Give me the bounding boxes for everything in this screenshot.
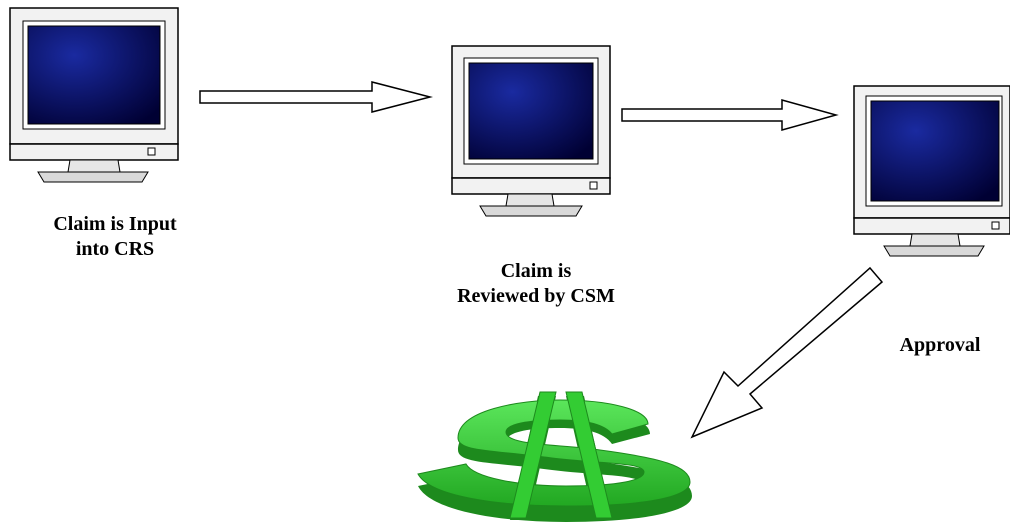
- step-2-label: Claim is Reviewed by CSM: [436, 259, 636, 309]
- computer-3-icon: [853, 85, 1010, 257]
- step-2-label-line-1: Claim is: [500, 260, 572, 282]
- step-1-label-line-1: Claim is Input: [53, 213, 177, 235]
- step-3-label-line-1: Approval: [899, 334, 981, 356]
- arrow-2: [621, 99, 839, 131]
- arrow-3: [690, 266, 884, 439]
- step-1-label-line-2: into CRS: [75, 238, 155, 260]
- computer-2-icon: [451, 45, 611, 217]
- step-2-label-line-2: Reviewed by CSM: [457, 285, 615, 307]
- computer-1-icon: [9, 7, 179, 183]
- arrow-1: [199, 81, 433, 113]
- step-3-label: Approval: [880, 333, 1000, 358]
- dollar-sign-icon: [417, 391, 692, 522]
- step-1-label: Claim is Input into CRS: [20, 212, 210, 262]
